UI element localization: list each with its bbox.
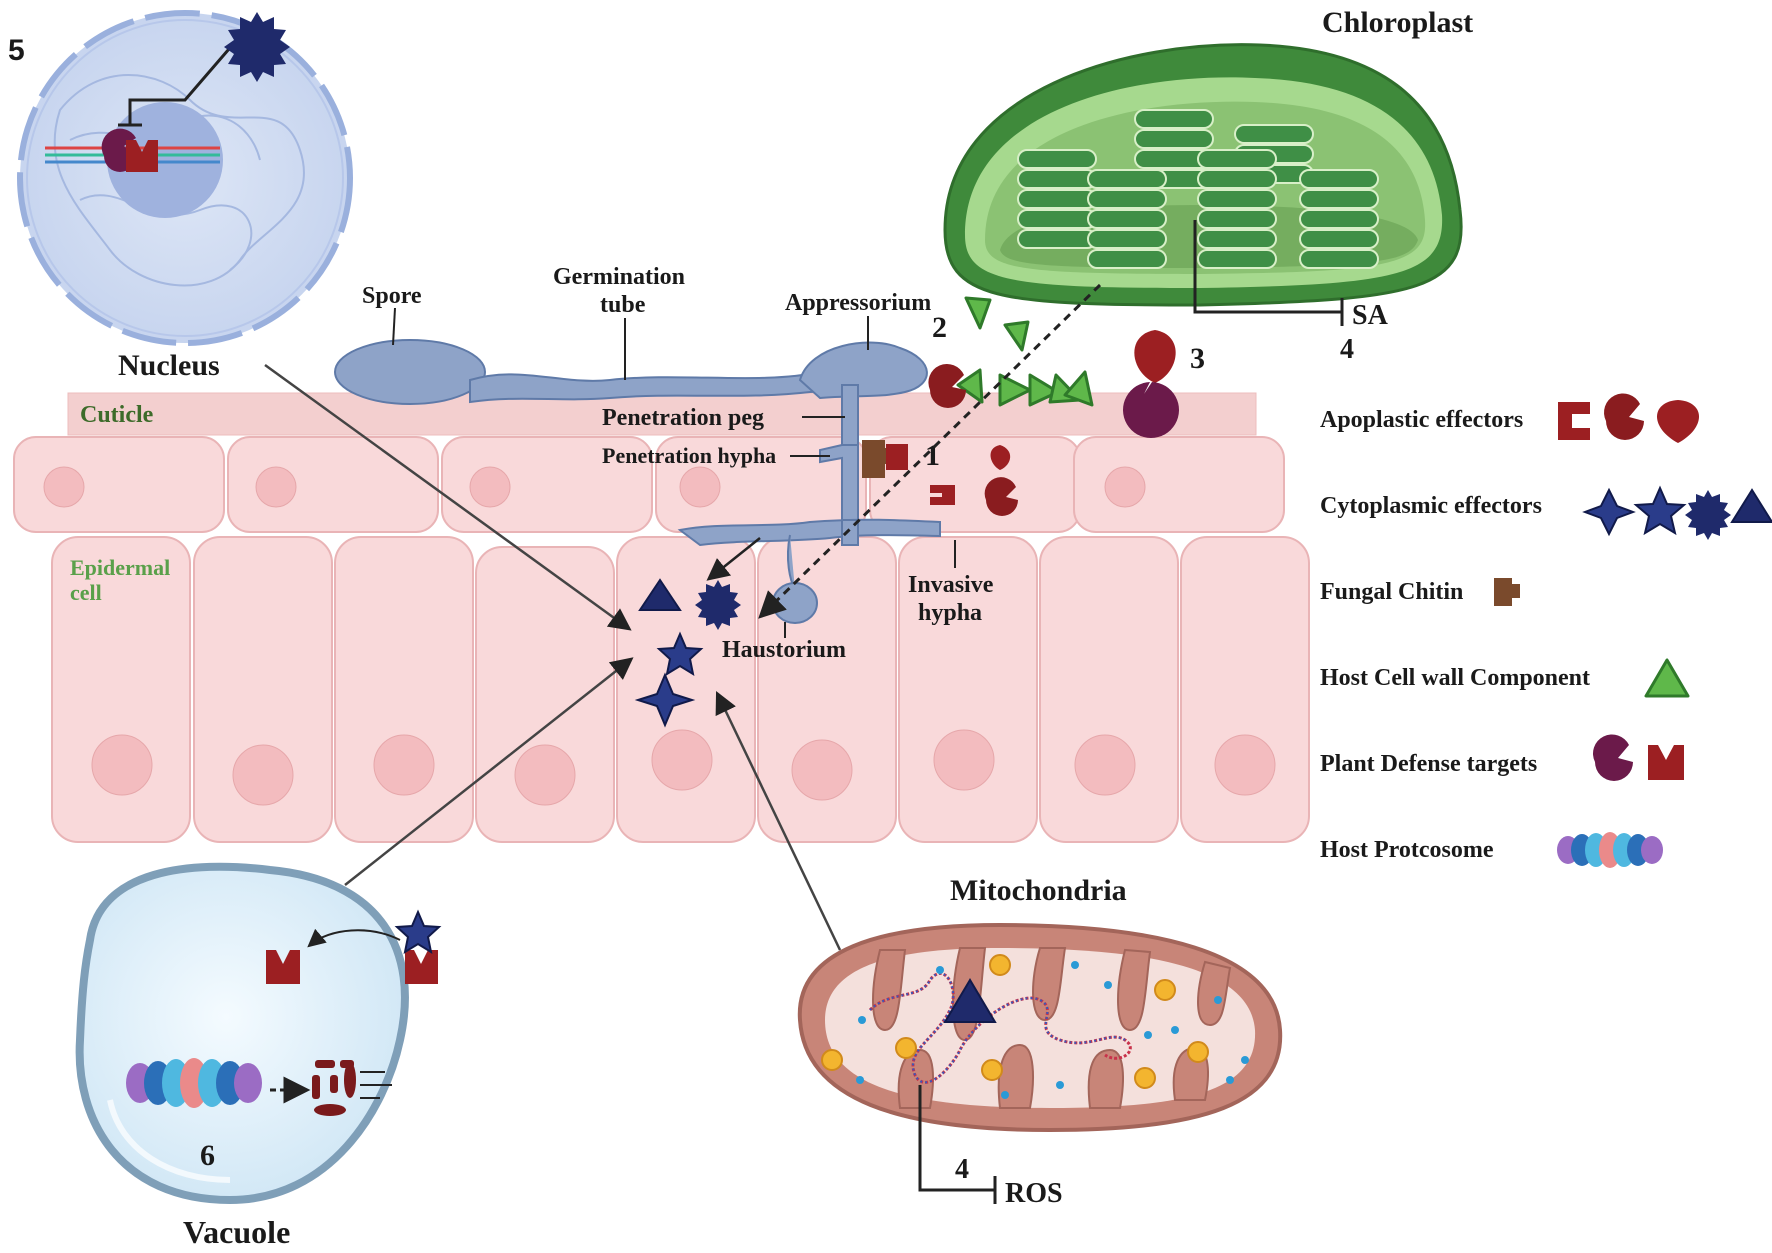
mitochondria-title: Mitochondria [950, 874, 1127, 907]
vacuole [75, 862, 442, 1205]
mito-triangle-effector [943, 978, 997, 1023]
four-point-star-icon [1582, 487, 1636, 537]
green-cellwall-fragments [956, 296, 1094, 407]
nucleus-title: Nucleus [118, 349, 220, 382]
defense-target-red [126, 140, 158, 172]
legend-label-5: Host Protcosome [1320, 837, 1494, 863]
grana-stacks [1017, 109, 1379, 269]
penetration-peg-label: Penetration peg [602, 405, 764, 431]
apoplastic-drop-small [990, 445, 1011, 470]
germination-label-2: tube [600, 292, 646, 318]
cytoplasmic-four-star [634, 672, 696, 728]
spore [334, 339, 486, 405]
step-3: 3 [1190, 342, 1205, 375]
triangle-icon [1730, 488, 1772, 523]
step-1: 1 [925, 439, 940, 472]
apoplastic-pacman [928, 363, 966, 408]
legend-label-3: Host Cell wall Component [1320, 665, 1590, 691]
step-5: 5 [8, 34, 25, 67]
vacuole-star-effector [394, 909, 442, 955]
appressorium-label: Appressorium [785, 290, 931, 316]
chitin-block-icon [1494, 578, 1520, 606]
mitochondria [797, 922, 1283, 1133]
c-shape-icon [1558, 402, 1590, 440]
degraded-fragments [312, 1060, 356, 1116]
motion-lines [360, 1071, 392, 1099]
legend-label-2: Fungal Chitin [1320, 579, 1463, 605]
germination-label-1: Germination [553, 264, 685, 290]
proteasome-icon [1557, 832, 1663, 868]
drop-icon [1657, 400, 1699, 443]
cytoplasmic-star [656, 631, 704, 677]
haustorium [772, 582, 818, 624]
vacuole-proteasome [126, 1058, 262, 1108]
step-4-mito: 4 [955, 1154, 969, 1185]
purple-pacman-icon [1592, 734, 1633, 781]
penetration-hypha-label: Penetration hypha [602, 443, 776, 468]
mito-arrow [715, 690, 842, 951]
spiky-circle-icon [1685, 490, 1731, 540]
nucleus [17, 10, 353, 346]
green-triangle-icon [1644, 658, 1690, 698]
spore-label: Spore [362, 283, 422, 309]
chitin-complex [862, 440, 908, 478]
ros-inhibition [918, 1085, 997, 1204]
epidermal-label-2: cell [70, 580, 102, 605]
chloroplast-title: Chloroplast [1322, 6, 1473, 39]
epidermal-label-1: Epidermal [70, 555, 170, 580]
step-4-chloroplast: 4 [1340, 334, 1354, 365]
mito-granules [821, 954, 1209, 1089]
haustorium-label: Haustorium [722, 637, 846, 663]
chloroplast [943, 43, 1463, 307]
nucleus-spiky-effector [224, 12, 290, 82]
apoplastic-c-small [930, 485, 955, 505]
lower-epidermal-row [51, 536, 1310, 843]
nucleus-arrow [264, 363, 632, 631]
upper-epidermal-row [13, 436, 1285, 533]
vacuole-target-left [266, 950, 300, 984]
star-icon [1633, 485, 1687, 536]
apoplastic-pacman-small [984, 477, 1018, 516]
legend-label-1: Cytoplasmic effectors [1320, 493, 1542, 519]
legend-label-0: Apoplastic effectors [1320, 407, 1523, 433]
apoplastic-drop [1134, 330, 1176, 383]
cytoplasmic-triangle [638, 578, 682, 611]
penetration-hypha [819, 444, 859, 521]
sa-inhibition [1193, 220, 1344, 326]
legend: Apoplastic effectors Cytoplasmic effecto… [1320, 393, 1772, 868]
appressorium [798, 341, 928, 400]
hypha-arrow [706, 537, 761, 581]
defense-purple-receptor [1123, 382, 1180, 438]
pacman-icon [1603, 393, 1644, 440]
red-receptor-icon [1648, 745, 1684, 780]
invasive-label-1: Invasive [908, 572, 994, 598]
step-2: 2 [932, 311, 947, 344]
penetration-peg [841, 384, 859, 446]
vacuole-target-right [405, 950, 438, 984]
legend-label-4: Plant Defense targets [1320, 751, 1537, 777]
nucleolus [107, 102, 223, 218]
nucleus-inhibition [118, 41, 237, 127]
vacuole-title: Vacuole [183, 1214, 290, 1250]
ros-label: ROS [1005, 1178, 1063, 1209]
invasive-hypha [677, 518, 941, 547]
cytoplasmic-spiky [695, 580, 741, 630]
cuticle-label: Cuticle [80, 402, 154, 428]
vacuole-arrow [344, 657, 634, 886]
sa-label: SA [1352, 300, 1389, 331]
chloroplast-dashed-arrow [758, 283, 1102, 619]
invasive-label-2: hypha [918, 600, 982, 626]
mito-dots [856, 961, 1249, 1099]
step-6: 6 [200, 1139, 215, 1172]
